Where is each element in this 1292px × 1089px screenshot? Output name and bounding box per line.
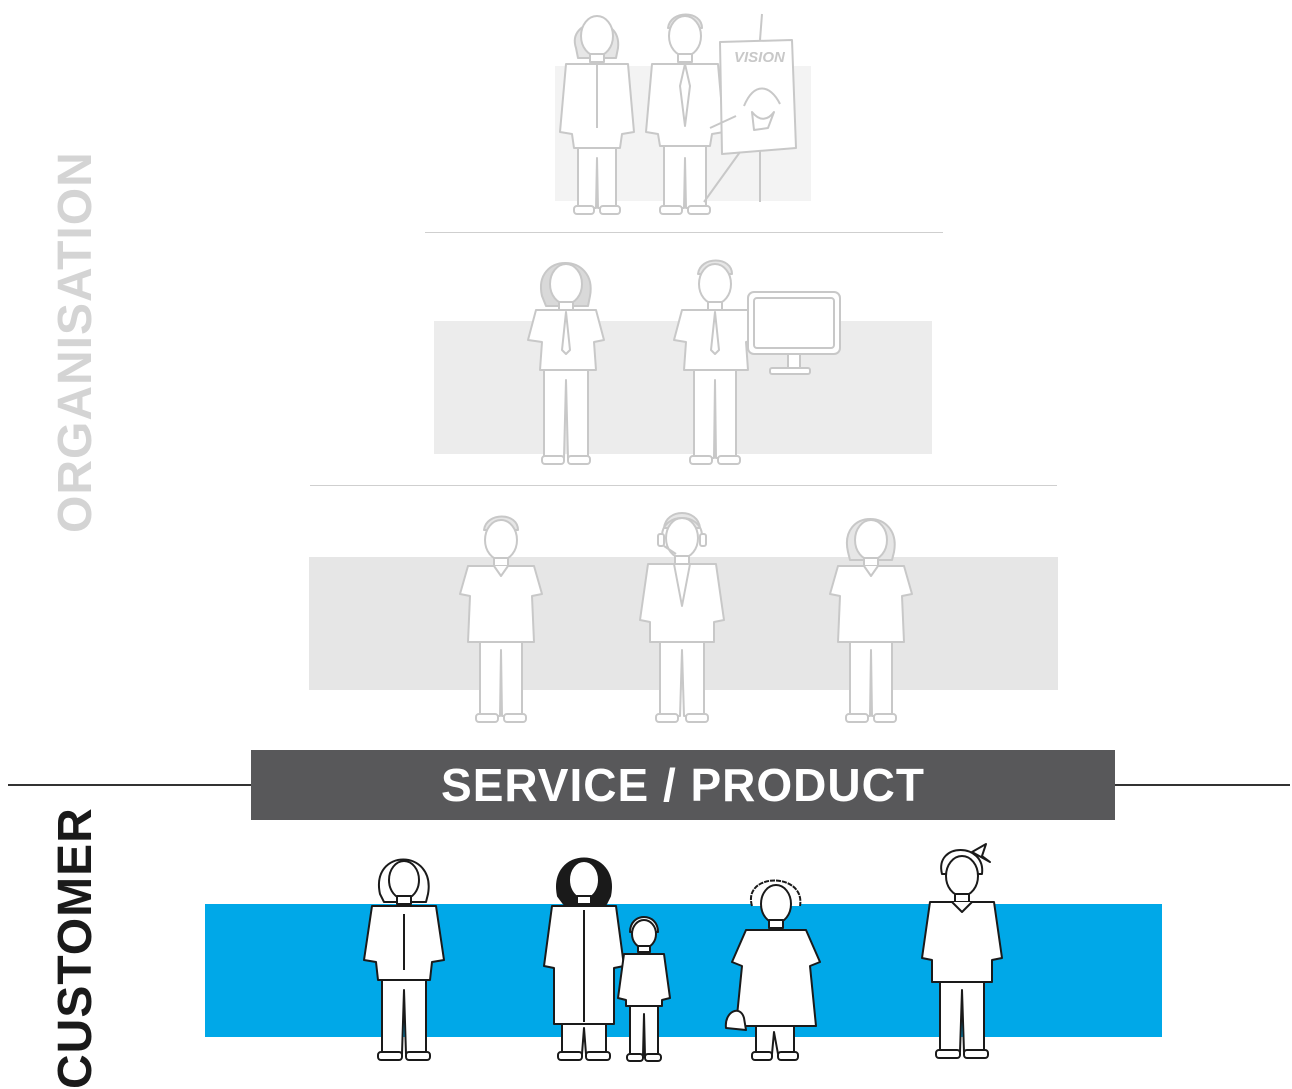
customer-label: CUSTOMER (49, 807, 102, 1089)
office-woman-icon (527, 262, 605, 465)
mother-icon (543, 857, 625, 1061)
executive-woman-icon (559, 15, 635, 215)
service-product-label: SERVICE / PRODUCT (441, 759, 925, 811)
child-icon (617, 916, 671, 1062)
service-product-bar: SERVICE / PRODUCT (251, 750, 1115, 820)
customer-band (205, 904, 1162, 1037)
middle-management-band (434, 321, 932, 454)
computer-monitor-icon (747, 291, 841, 375)
girl-with-bow-icon (921, 843, 1003, 1059)
staff-woman-icon (829, 518, 913, 723)
level-separator-middle (310, 485, 1057, 486)
level-separator-top (425, 232, 943, 233)
business-woman-icon (363, 858, 445, 1061)
divider-line-left (8, 784, 251, 786)
elderly-woman-icon (724, 879, 821, 1061)
executive-man-icon (645, 13, 725, 215)
office-man-icon (673, 259, 757, 465)
call-center-agent-icon (639, 512, 725, 723)
staff-man-icon (459, 515, 543, 723)
organisation-label: ORGANISATION (49, 151, 102, 533)
vision-board-label: VISION (734, 49, 786, 66)
divider-line-right (1115, 784, 1290, 786)
vision-easel-icon: VISION (703, 13, 797, 203)
